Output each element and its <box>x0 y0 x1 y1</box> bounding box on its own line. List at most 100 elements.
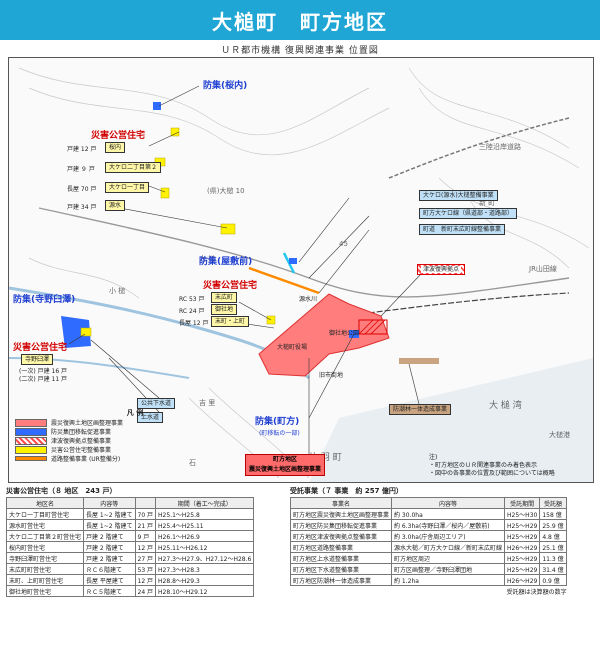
table-cell: 町方地区防災集団移転促進事業 <box>289 519 393 531</box>
road-orange <box>248 266 320 295</box>
table-cell: 31.4 億 <box>539 563 567 575</box>
table-cell: 戸建 2 階建て <box>83 552 136 564</box>
table-cell: 70 戸 <box>134 508 157 520</box>
table-cell: 末広町町営住宅 <box>5 563 85 575</box>
count-tera2: (二次) 戸建 11 戸 <box>19 376 68 383</box>
table-cell: H27.3～H28.3 <box>155 563 255 575</box>
box-sinmachi-road: 町道 新町末広町線整備事業 <box>419 224 506 235</box>
map-subtitle: ＵＲ都市機構 復興関連事業 位置図 <box>221 46 379 56</box>
project-table-title: 受託事業（７ 事業 約 257 億円） <box>290 487 403 495</box>
table-cell: 25.1 億 <box>539 541 567 553</box>
table-cell: 町方地区周辺 <box>391 552 506 564</box>
table-cell: H27.3～H27.9、H27.12～H28.6 <box>155 552 255 564</box>
bousyu-sakai-area <box>153 102 161 110</box>
legend-item: 災害公営住宅整備事業 <box>15 445 255 454</box>
housing-genmizu <box>220 223 236 235</box>
table-cell: H25.4～H25.11 <box>155 519 255 531</box>
table-cell: 大ケロ二丁目第２町営住宅 <box>5 530 85 542</box>
box-goshiya: 御社地 <box>211 304 238 315</box>
cityhall-label: 大槌町役場 <box>277 344 308 351</box>
sanriku-road <box>388 117 570 179</box>
table-cell: 長屋 平屋建て <box>83 574 136 586</box>
table-header-cell <box>134 497 157 509</box>
shigai-label: 旧市街地 <box>319 372 344 379</box>
area-kozuchi: 小 槌 <box>109 287 126 295</box>
table-cell: 27 戸 <box>134 552 157 564</box>
table-cell: 長屋 1~2 階建て <box>83 519 136 531</box>
housing-table-title: 災害公営住宅（８ 地区 243 戸） <box>6 487 117 495</box>
legend-item: 津波復興拠点整備事業 <box>15 436 255 445</box>
count-goshiya: RC 24 戸 <box>179 308 205 315</box>
table-cell: 4.8 億 <box>539 530 567 542</box>
area-yoshiri: 吉 里 <box>199 399 216 407</box>
box-machikata-red: 町方地区 震災復興土地区画整理事業 <box>245 454 326 476</box>
legend-swatch <box>15 418 47 427</box>
area-ootsuchi: 大 槌 <box>199 255 216 263</box>
area-kataha: 片 羽 町 <box>309 453 342 463</box>
legend-title: 凡 例 <box>126 409 144 417</box>
table-cell: H25～H30 <box>504 508 541 520</box>
legend-label: 震災復興土地区画整理事業 <box>51 420 124 427</box>
table-header-cell: 受託期間 <box>504 497 541 509</box>
table-cell: H25～H29 <box>504 519 541 531</box>
count-suehiro: 長屋 12 戸 <box>179 320 209 327</box>
bouchourin-area <box>399 358 439 364</box>
table-cell: 町方地区防潮林一体造成事業 <box>289 574 393 586</box>
title-bar: 大槌町 町方地区 <box>0 0 600 40</box>
table-cell: 源水町営住宅 <box>5 519 85 531</box>
box-jousui: 上水道 <box>137 412 164 423</box>
table-cell: 21 戸 <box>134 519 157 531</box>
saigai-title-1: 災害公営住宅 <box>91 131 146 141</box>
table-cell: H28.8～H29.3 <box>155 574 255 586</box>
table-cell: H28.10～H29.12 <box>155 585 255 597</box>
table-header-cell: 事業名 <box>289 497 393 509</box>
legend-label: 津波復興拠点整備事業 <box>51 438 112 445</box>
box-tsunami-base: 津波復興拠点 <box>417 264 466 275</box>
box-tera: 寺野臼澤 <box>21 354 54 365</box>
count-sakai: 戸建 12 戸 <box>67 146 97 153</box>
table-cell: 町方区画整理／寺野臼澤団地 <box>391 563 506 575</box>
table-header-cell: 期間（着工～完成） <box>155 497 255 509</box>
table-cell: H25～H29 <box>504 563 541 575</box>
sanriku-road-label: 三陸沿岸道路 <box>479 143 521 151</box>
project-table-footnote: 受託額は決算額の数字 <box>506 589 567 596</box>
table-header-cell: 受託額 <box>539 497 567 509</box>
table-cell: 11.3 億 <box>539 552 567 564</box>
count-kyoku2: 戸建 ９ 戸 <box>67 166 95 173</box>
area-shinmachi: 新 町 <box>479 199 496 207</box>
box-kyoku1: 大ケロ一丁目 <box>105 182 150 193</box>
table-cell: 寺野臼澤町営住宅 <box>5 552 85 564</box>
legend-item: 震災復興土地区画整理事業 <box>15 418 255 427</box>
base-map <box>9 67 593 482</box>
bousyu-machikata-title: 防集(町方) <box>255 417 300 427</box>
port-label: 大槌港 <box>549 431 570 439</box>
table-cell: 長屋 1~2 階建て <box>83 508 136 520</box>
box-genmizu: 源水 <box>105 200 126 211</box>
table-cell: 約 3.0ha(庁舎周辺エリア) <box>391 530 506 542</box>
table-cell: 町方地区震災復興土地区画整理事業 <box>289 508 393 520</box>
table-cell: 12 戸 <box>134 574 157 586</box>
table-cell: 町方地区下水道整備事業 <box>289 563 393 575</box>
bousyu-teranoshita-area <box>61 316 91 348</box>
table-cell: 戸建 2 階建て <box>83 530 136 542</box>
land-readjustment-area <box>258 293 390 377</box>
legend-swatch <box>15 436 47 445</box>
table-cell: 町方地区道路整備事業 <box>289 541 393 553</box>
bousyu-machikata-sub: (町移転の一部) <box>259 430 300 437</box>
table-cell: H25～H29 <box>504 530 541 542</box>
legend-label: 災害公営住宅整備事業 <box>51 447 112 454</box>
table-header-cell: 地区名 <box>5 497 85 509</box>
project-table: 受託事業（７ 事業 約 257 億円） 事業名内容等受託期間受託額町方地区震災復… <box>289 486 567 596</box>
count-kyoku1: 長屋 70 戸 <box>67 186 97 193</box>
